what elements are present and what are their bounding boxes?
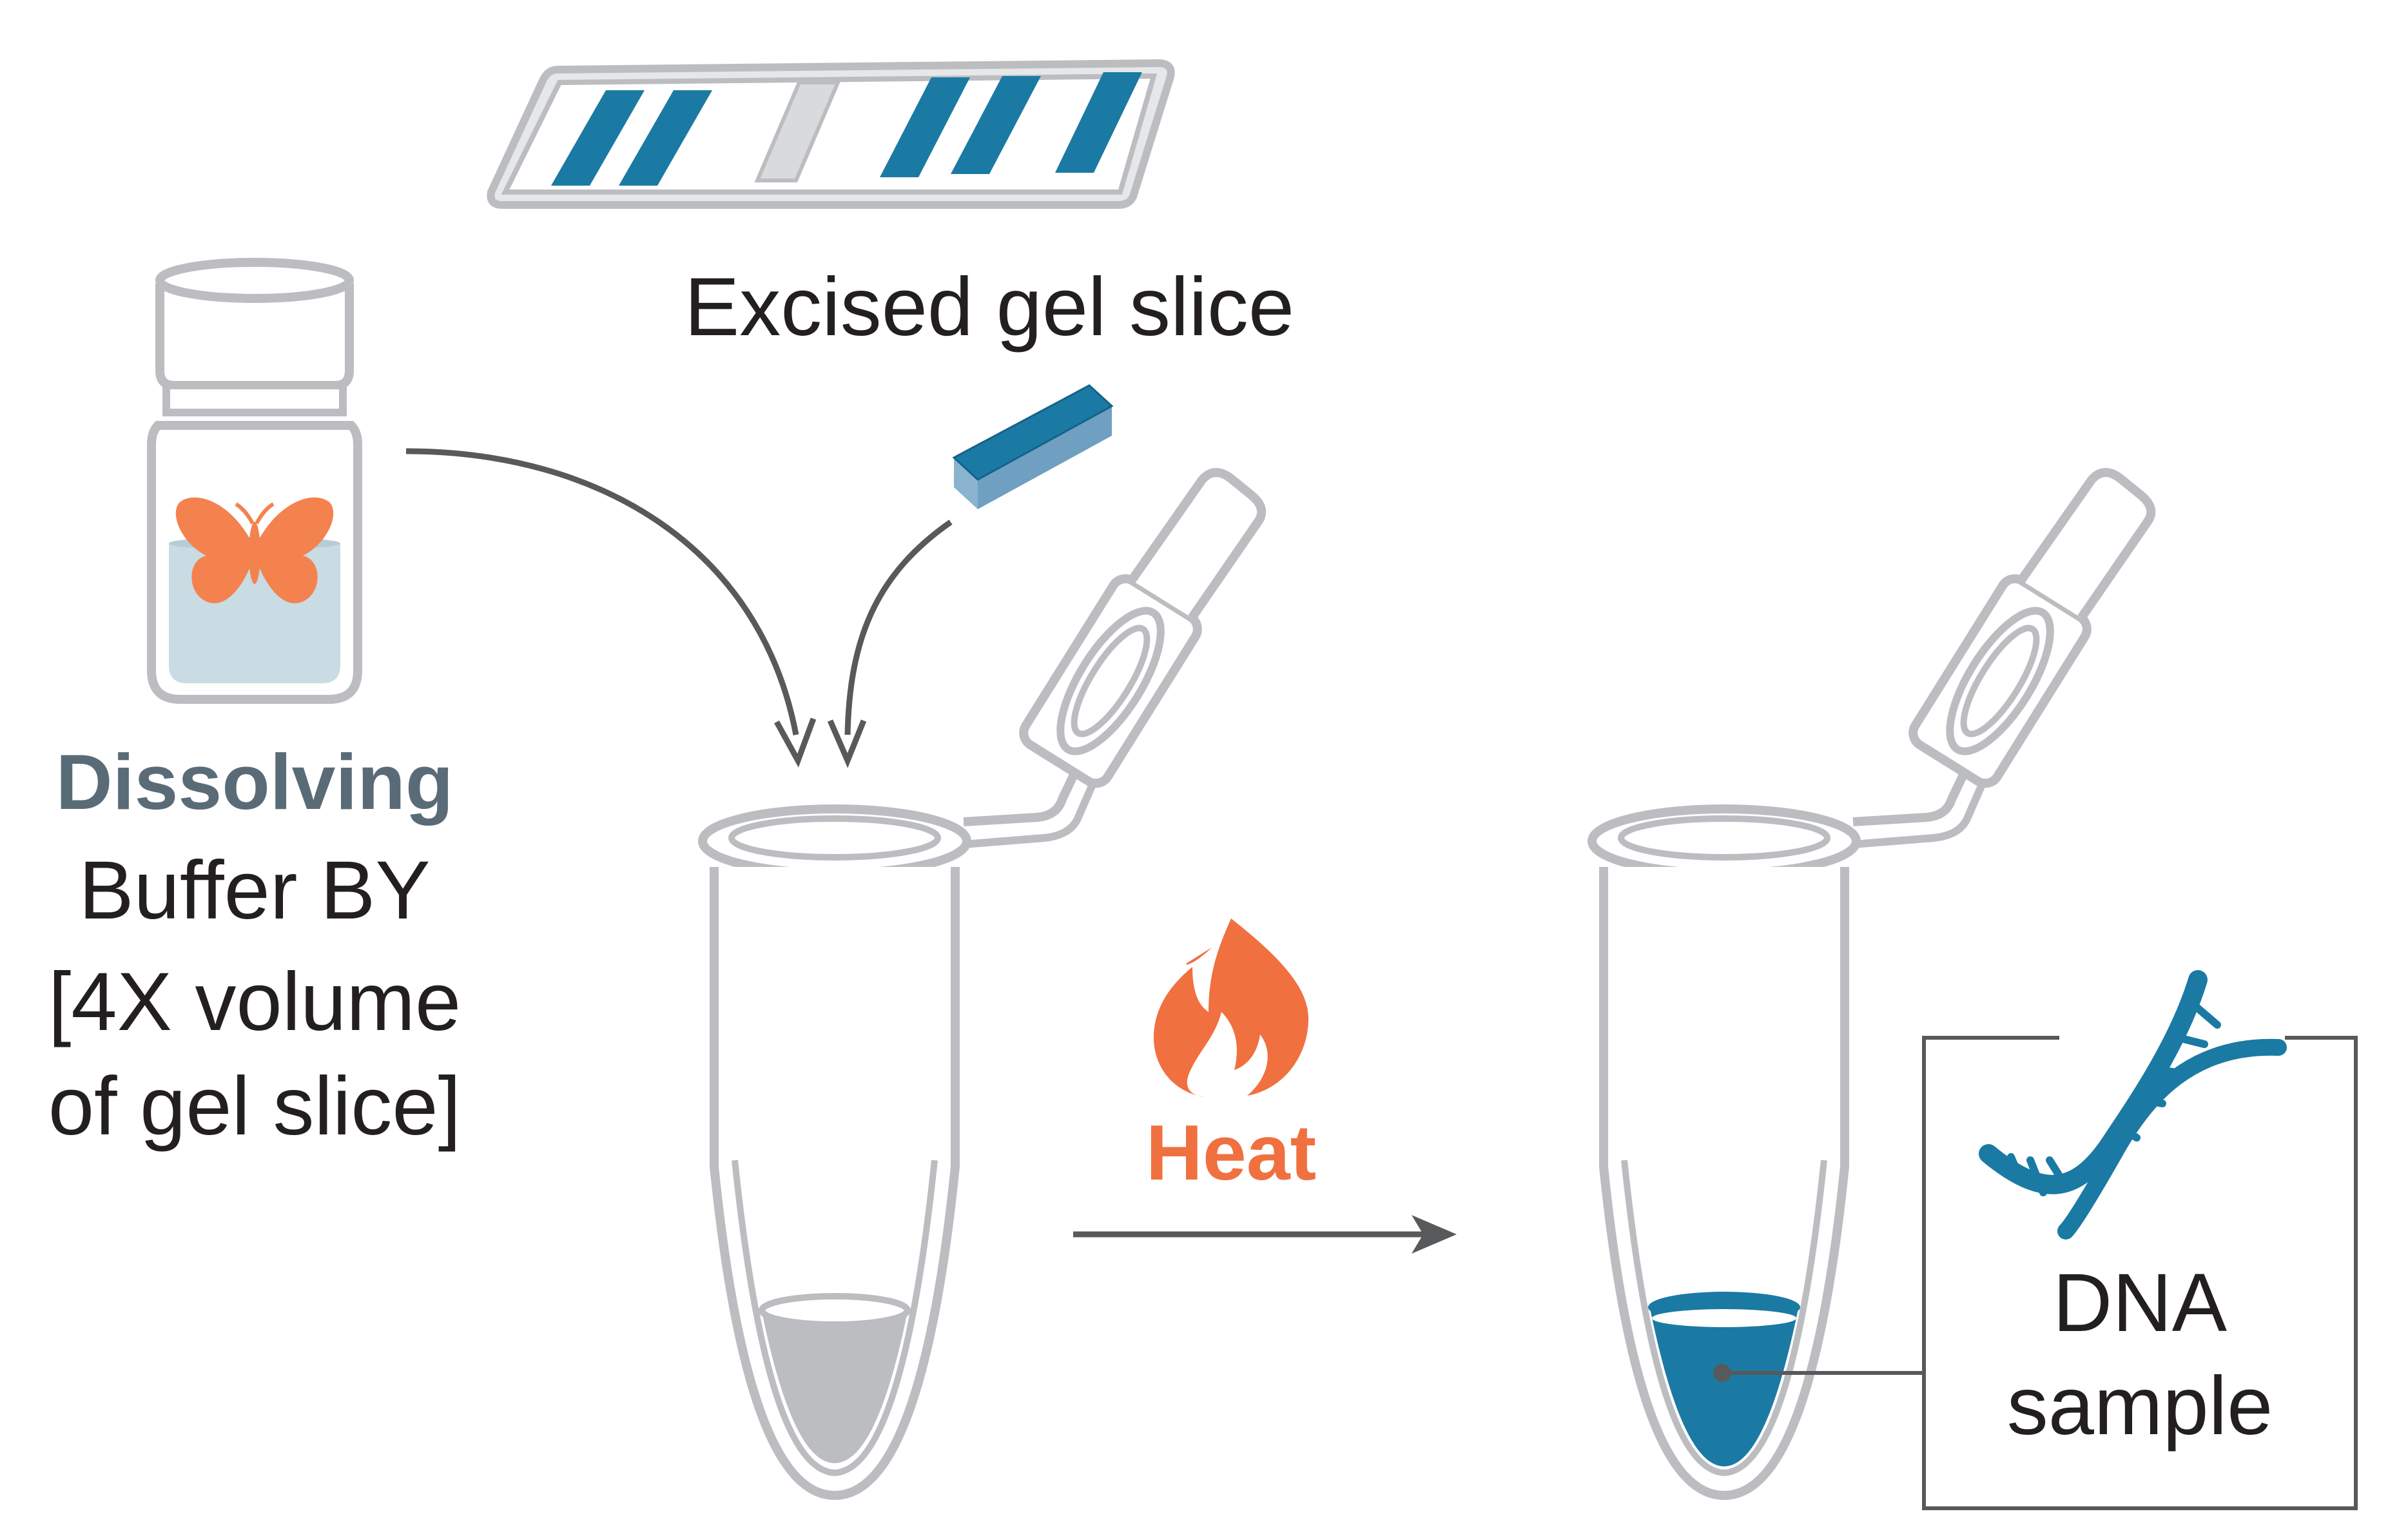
dna-liquid bbox=[1650, 1308, 1798, 1466]
buffer-bottle-icon bbox=[147, 258, 362, 704]
dna-sample-line2: sample bbox=[2007, 1360, 2273, 1452]
dna-sample-line1: DNA bbox=[2053, 1257, 2228, 1349]
heat-label: Heat bbox=[1146, 1109, 1316, 1196]
microcentrifuge-tube-before bbox=[698, 468, 1267, 1501]
buffer-volume-line2: of gel slice] bbox=[48, 1060, 461, 1152]
gel-slice-icon bbox=[952, 384, 1114, 509]
microcentrifuge-tube-after bbox=[1588, 468, 2156, 1501]
buffer-name-bold: Dissolving bbox=[56, 738, 454, 826]
flame-icon bbox=[1154, 919, 1308, 1097]
gel-slice-label: Excised gel slice bbox=[685, 261, 1294, 353]
buffer-name: Buffer BY bbox=[79, 844, 431, 937]
gel-strip-icon bbox=[487, 59, 1175, 209]
dna-helix-icon bbox=[1979, 970, 2287, 1239]
buffer-arrow bbox=[405, 448, 799, 735]
dna-callout-box bbox=[1922, 1036, 2358, 1510]
butterfly-icon bbox=[175, 497, 334, 603]
buffer-volume-line1: [4X volume bbox=[48, 956, 461, 1048]
slice-arrow bbox=[844, 520, 953, 735]
